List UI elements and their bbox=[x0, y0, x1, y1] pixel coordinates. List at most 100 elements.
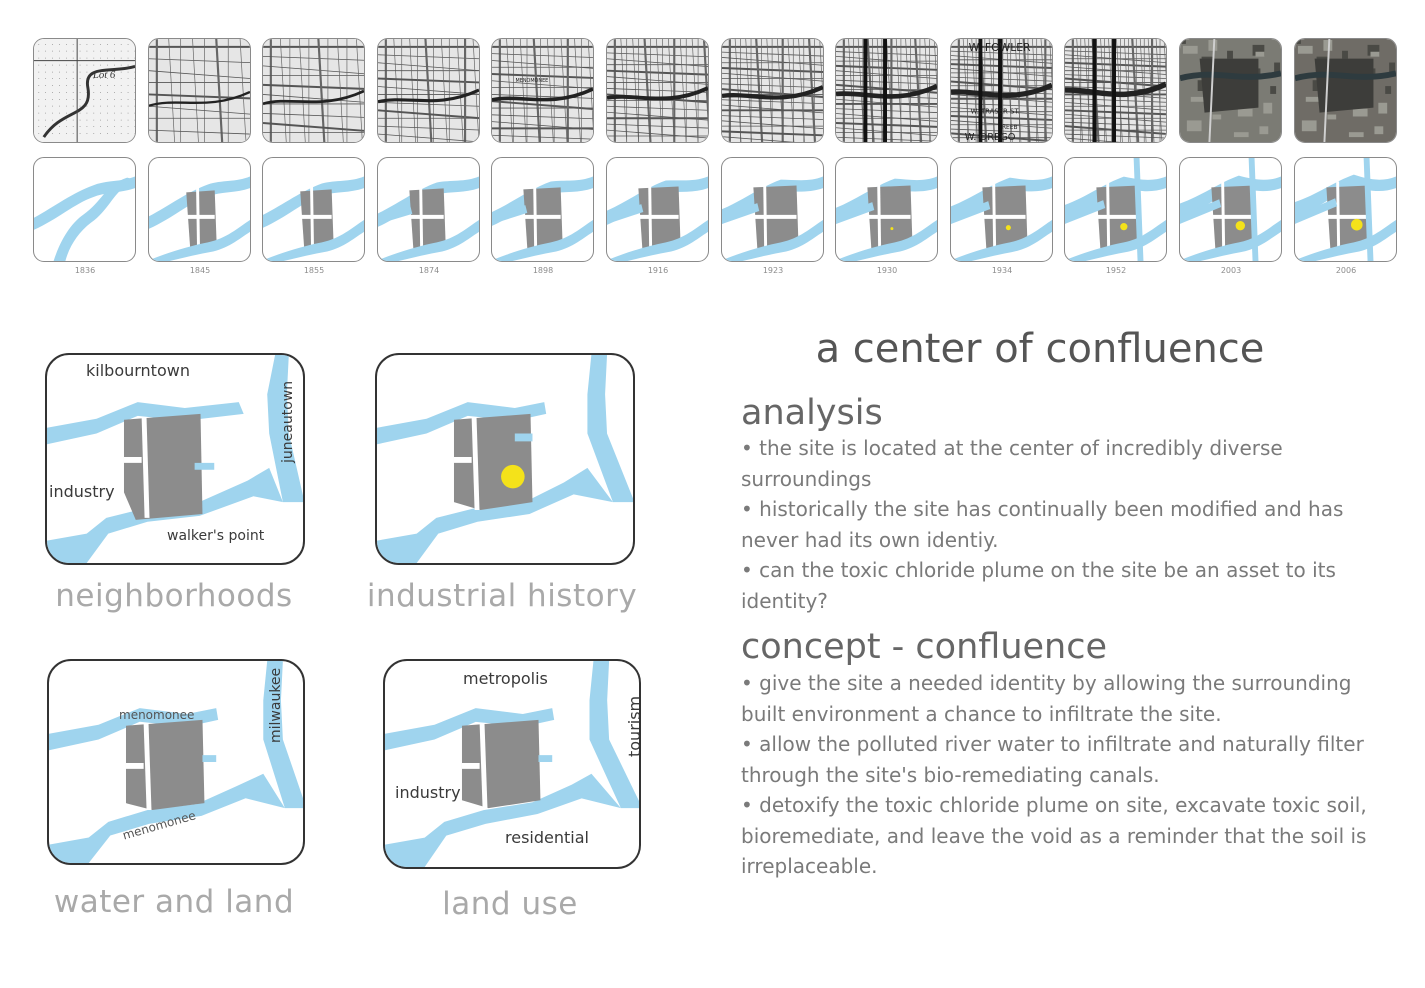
svg-text:·: · bbox=[79, 112, 81, 118]
svg-text:·: · bbox=[127, 118, 129, 124]
svg-text:·: · bbox=[120, 118, 122, 124]
svg-text:·: · bbox=[65, 77, 67, 83]
historic-map-tile bbox=[1064, 38, 1167, 143]
svg-text:·: · bbox=[86, 57, 88, 63]
svg-text:·: · bbox=[93, 132, 95, 138]
svg-text:·: · bbox=[79, 50, 81, 56]
historic-map-tile bbox=[262, 38, 365, 143]
svg-text:·: · bbox=[107, 50, 109, 56]
svg-text:·: · bbox=[120, 63, 122, 69]
year-label: 2006 bbox=[1335, 266, 1357, 275]
year-label: 1845 bbox=[189, 266, 211, 275]
svg-text:·: · bbox=[59, 91, 61, 97]
site-evolution-diagram bbox=[491, 157, 594, 262]
caption-neighborhoods: neighborhoods bbox=[55, 578, 293, 614]
svg-text:·: · bbox=[45, 118, 47, 124]
site-evolution-diagram bbox=[377, 157, 480, 262]
svg-text:·: · bbox=[127, 132, 129, 138]
svg-text:·: · bbox=[100, 84, 102, 90]
site-evolution-diagram bbox=[148, 157, 251, 262]
svg-text:·: · bbox=[93, 63, 95, 69]
svg-text:·: · bbox=[59, 43, 61, 49]
svg-text:·: · bbox=[100, 105, 102, 111]
svg-text:·: · bbox=[93, 77, 95, 83]
year-label: 1923 bbox=[762, 266, 784, 275]
svg-text:·: · bbox=[59, 57, 61, 63]
svg-text:·: · bbox=[127, 125, 129, 131]
svg-text:·: · bbox=[79, 98, 81, 104]
svg-text:·: · bbox=[79, 57, 81, 63]
site-evolution-diagram bbox=[950, 157, 1053, 262]
svg-text:·: · bbox=[86, 125, 88, 131]
svg-text:·: · bbox=[52, 57, 54, 63]
historic-map-tile bbox=[835, 38, 938, 143]
svg-text:·: · bbox=[134, 57, 135, 63]
svg-text:·: · bbox=[127, 70, 129, 76]
svg-text:·: · bbox=[107, 132, 109, 138]
svg-text:·: · bbox=[52, 77, 54, 83]
svg-text:·: · bbox=[79, 43, 81, 49]
svg-text:·: · bbox=[134, 118, 135, 124]
svg-text:·: · bbox=[113, 125, 115, 131]
svg-text:·: · bbox=[127, 50, 129, 56]
svg-text:·: · bbox=[120, 132, 122, 138]
svg-text:·: · bbox=[52, 105, 54, 111]
svg-text:·: · bbox=[86, 91, 88, 97]
svg-text:·: · bbox=[45, 125, 47, 131]
svg-text:·: · bbox=[59, 77, 61, 83]
svg-text:·: · bbox=[107, 77, 109, 83]
historic-map-tile: MENOMONEE bbox=[491, 38, 594, 143]
svg-text:·: · bbox=[38, 77, 40, 83]
svg-text:·: · bbox=[38, 118, 40, 124]
svg-text:·: · bbox=[38, 132, 40, 138]
svg-text:·: · bbox=[100, 132, 102, 138]
svg-text:·: · bbox=[134, 43, 135, 49]
concept-heading: concept - confluence bbox=[741, 627, 1107, 667]
svg-text:·: · bbox=[52, 118, 54, 124]
svg-text:·: · bbox=[59, 112, 61, 118]
svg-text:·: · bbox=[45, 50, 47, 56]
svg-text:·: · bbox=[79, 77, 81, 83]
svg-text:·: · bbox=[65, 118, 67, 124]
svg-text:·: · bbox=[107, 70, 109, 76]
svg-text:·: · bbox=[113, 63, 115, 69]
year-label: 1898 bbox=[532, 266, 554, 275]
svg-text:·: · bbox=[100, 70, 102, 76]
svg-text:·: · bbox=[127, 98, 129, 104]
svg-text:·: · bbox=[113, 84, 115, 90]
land-use-map-drawing bbox=[385, 661, 639, 867]
svg-text:·: · bbox=[65, 105, 67, 111]
svg-text:·: · bbox=[107, 98, 109, 104]
svg-text:·: · bbox=[65, 125, 67, 131]
svg-text:·: · bbox=[107, 118, 109, 124]
svg-text:·: · bbox=[52, 91, 54, 97]
svg-text:·: · bbox=[45, 98, 47, 104]
svg-text:·: · bbox=[38, 105, 40, 111]
historic-map-tile bbox=[1294, 38, 1397, 143]
label-residential: residential bbox=[505, 828, 589, 847]
svg-text:·: · bbox=[65, 98, 67, 104]
svg-text:·: · bbox=[79, 63, 81, 69]
svg-text:·: · bbox=[59, 70, 61, 76]
svg-text:·: · bbox=[120, 112, 122, 118]
analysis-heading: analysis bbox=[741, 393, 883, 433]
svg-text:·: · bbox=[65, 84, 67, 90]
svg-text:·: · bbox=[65, 132, 67, 138]
svg-text:·: · bbox=[120, 125, 122, 131]
svg-text:·: · bbox=[45, 91, 47, 97]
historic-map-tile bbox=[606, 38, 709, 143]
historic-map-tile: ········································… bbox=[33, 38, 136, 143]
svg-text:·: · bbox=[134, 132, 135, 138]
label-walkers-point: walker's point bbox=[167, 528, 265, 544]
svg-text:·: · bbox=[93, 98, 95, 104]
historic-map-tile bbox=[148, 38, 251, 143]
svg-text:·: · bbox=[100, 118, 102, 124]
year-label: 1874 bbox=[418, 266, 440, 275]
svg-text:·: · bbox=[45, 63, 47, 69]
svg-text:·: · bbox=[93, 112, 95, 118]
svg-text:·: · bbox=[45, 57, 47, 63]
svg-text:·: · bbox=[93, 50, 95, 56]
year-label: 1930 bbox=[876, 266, 898, 275]
svg-text:·: · bbox=[45, 77, 47, 83]
svg-text:·: · bbox=[134, 112, 135, 118]
